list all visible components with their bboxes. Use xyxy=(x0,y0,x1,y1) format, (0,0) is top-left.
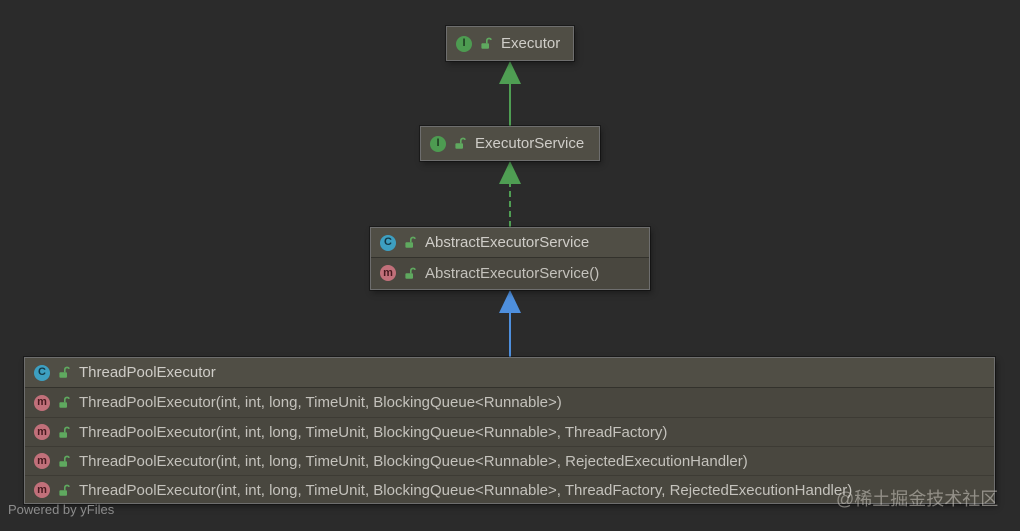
member-row-constructor[interactable]: m ThreadPoolExecutor(int, int, long, Tim… xyxy=(25,446,994,475)
class-node-executor[interactable]: I Executor xyxy=(446,26,574,61)
interface-icon: I xyxy=(456,35,472,52)
class-node-executorservice[interactable]: I ExecutorService xyxy=(420,126,600,161)
node-header[interactable]: C AbstractExecutorService xyxy=(371,228,649,258)
member-label: AbstractExecutorService() xyxy=(425,264,600,282)
node-header[interactable]: I ExecutorService xyxy=(421,127,599,160)
method-icon: m xyxy=(34,482,50,498)
public-lock-icon xyxy=(405,267,416,279)
member-label: ThreadPoolExecutor(int, int, long, TimeU… xyxy=(79,423,668,441)
public-lock-icon xyxy=(59,366,70,378)
node-title: Executor xyxy=(501,35,561,52)
method-icon: m xyxy=(34,453,50,469)
node-title: AbstractExecutorService xyxy=(425,234,590,251)
public-lock-icon xyxy=(59,455,70,467)
class-icon: C xyxy=(34,364,50,381)
member-label: ThreadPoolExecutor(int, int, long, TimeU… xyxy=(79,481,853,499)
node-title: ThreadPoolExecutor xyxy=(79,364,216,381)
method-icon: m xyxy=(34,394,50,411)
extends-arrowhead-threadpoolexecutor-abstractexecutorservice xyxy=(499,290,521,313)
node-header[interactable]: I Executor xyxy=(447,27,573,60)
node-header[interactable]: C ThreadPoolExecutor xyxy=(25,358,994,388)
class-node-abstractexecutorservice[interactable]: C AbstractExecutorService m AbstractExec… xyxy=(370,227,650,290)
member-label: ThreadPoolExecutor(int, int, long, TimeU… xyxy=(79,394,562,411)
node-title: ExecutorService xyxy=(475,135,585,152)
public-lock-icon xyxy=(405,236,416,248)
powered-by-yfiles-label: Powered by yFiles xyxy=(8,502,115,517)
juejin-watermark: @稀土掘金技术社区 xyxy=(836,489,999,509)
member-label: ThreadPoolExecutor(int, int, long, TimeU… xyxy=(79,452,748,470)
public-lock-icon xyxy=(455,137,466,149)
class-node-threadpoolexecutor[interactable]: C ThreadPoolExecutor m ThreadPoolExecuto… xyxy=(24,357,995,504)
method-icon: m xyxy=(34,424,50,440)
class-icon: C xyxy=(380,234,396,251)
public-lock-icon xyxy=(59,426,70,438)
member-row-constructor[interactable]: m AbstractExecutorService() xyxy=(371,258,649,288)
interface-icon: I xyxy=(430,135,446,152)
public-lock-icon xyxy=(59,396,70,408)
public-lock-icon xyxy=(59,484,70,496)
member-row-constructor[interactable]: m ThreadPoolExecutor(int, int, long, Tim… xyxy=(25,388,994,417)
public-lock-icon xyxy=(481,37,492,49)
member-row-constructor[interactable]: m ThreadPoolExecutor(int, int, long, Tim… xyxy=(25,475,994,504)
extends-arrowhead-executorservice-executor xyxy=(499,61,521,84)
member-row-constructor[interactable]: m ThreadPoolExecutor(int, int, long, Tim… xyxy=(25,417,994,446)
method-icon: m xyxy=(380,265,396,281)
implements-arrowhead-abstractexecutorservice-executorservice xyxy=(499,161,521,184)
